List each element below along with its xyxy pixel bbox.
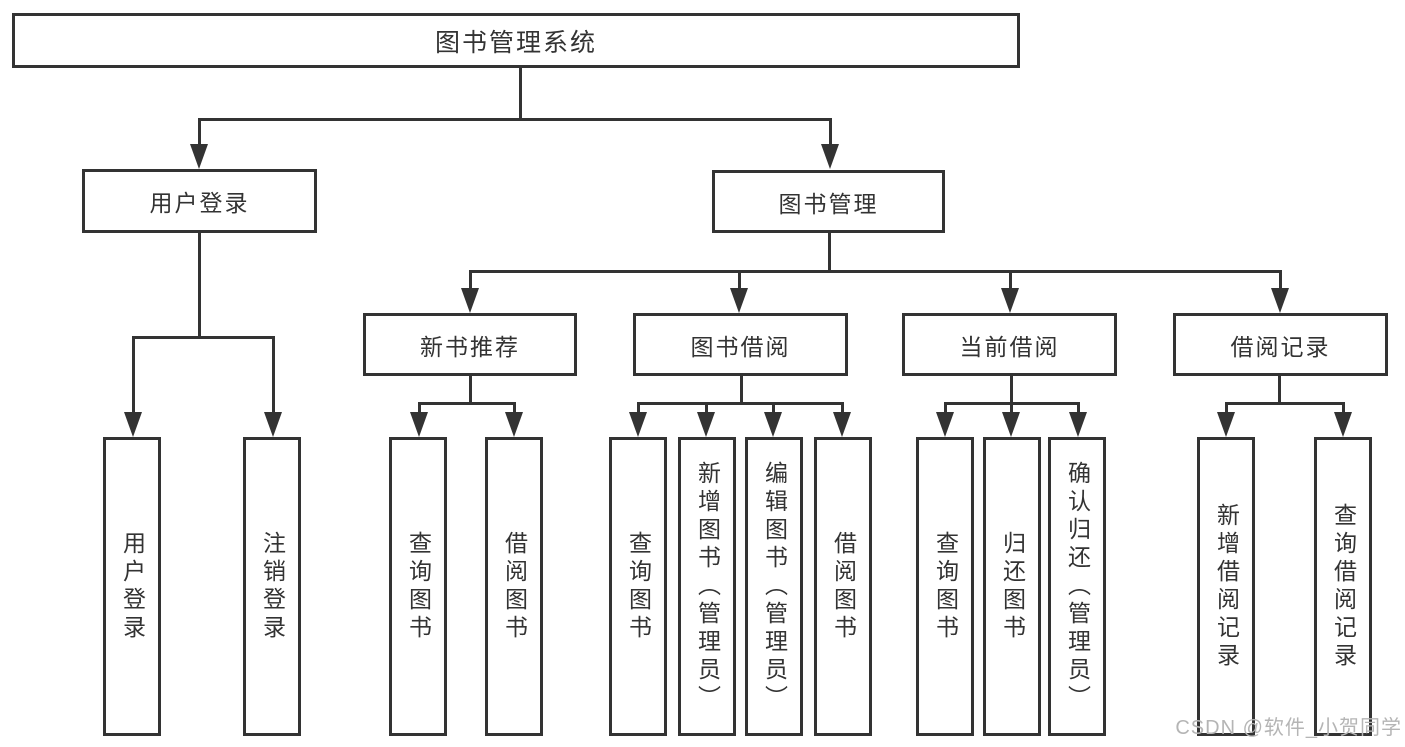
connector-arrow-shaft	[1009, 270, 1012, 290]
leaf-borrow-books-recommend: 借阅图书	[485, 437, 543, 736]
node-current-borrow-label: 当前借阅	[959, 333, 1060, 360]
leaf-add-borrow-record-label: 新增借阅记录	[1213, 502, 1240, 671]
leaf-borrow-books-borrow: 借阅图书	[814, 437, 872, 736]
connector-arrow-shaft	[1279, 270, 1282, 290]
leaf-edit-book-admin: 编辑图书（管理员）	[745, 437, 803, 736]
connector-group-bar	[418, 402, 516, 405]
connector-user-login-stem	[198, 233, 201, 339]
connector-arrow-shaft	[841, 402, 844, 414]
arrow-down-icon	[505, 412, 523, 437]
leaf-add-book-admin: 新增图书（管理员）	[678, 437, 736, 736]
node-new-book-recommend-label: 新书推荐	[420, 333, 520, 360]
connector-book-management-stem	[828, 233, 831, 273]
leaf-query-borrow-record: 查询借阅记录	[1314, 437, 1372, 736]
connector-group-bar	[637, 402, 844, 405]
connector-group-stem	[1278, 376, 1281, 405]
connector-arrow-shaft	[198, 118, 201, 147]
leaf-query-books-borrow-label: 查询图书	[625, 530, 652, 643]
arrow-down-icon	[1334, 412, 1352, 437]
leaf-edit-book-admin-label: 编辑图书（管理员）	[761, 460, 788, 713]
arrow-down-icon	[833, 412, 851, 437]
node-borrow-records: 借阅记录	[1173, 313, 1388, 376]
connector-arrow-shaft	[1077, 402, 1080, 414]
arrow-down-icon	[1002, 412, 1020, 437]
leaf-query-borrow-record-label: 查询借阅记录	[1330, 502, 1357, 671]
arrow-down-icon	[730, 288, 748, 313]
leaf-borrow-books-recommend-label: 借阅图书	[501, 530, 528, 643]
connector-level2-bar	[198, 118, 832, 121]
leaf-add-book-admin-label: 新增图书（管理员）	[694, 460, 721, 713]
leaf-add-borrow-record: 新增借阅记录	[1197, 437, 1255, 736]
connector-arrow-shaft	[829, 118, 832, 147]
arrow-down-icon	[697, 412, 715, 437]
leaf-borrow-books-borrow-label: 借阅图书	[830, 530, 857, 643]
node-user-login: 用户登录	[82, 169, 317, 233]
node-root: 图书管理系统	[12, 13, 1020, 68]
leaf-query-books-recommend-label: 查询图书	[405, 530, 432, 643]
connector-arrow-shaft	[944, 402, 947, 414]
node-book-borrow-label: 图书借阅	[690, 333, 791, 360]
leaf-user-login-label: 用户登录	[119, 530, 146, 643]
node-root-label: 图书管理系统	[434, 28, 597, 57]
leaf-confirm-return-admin: 确认归还（管理员）	[1048, 437, 1106, 736]
leaf-user-login: 用户登录	[103, 437, 161, 736]
watermark: CSDN @软件_小贺同学	[1175, 717, 1402, 739]
leaf-return-book: 归还图书	[983, 437, 1041, 736]
node-new-book-recommend: 新书推荐	[363, 313, 577, 376]
node-borrow-records-label: 借阅记录	[1230, 333, 1331, 360]
connector-arrow-shaft	[513, 402, 516, 414]
node-current-borrow: 当前借阅	[902, 313, 1117, 376]
node-user-login-label: 用户登录	[149, 190, 250, 216]
leaf-query-books-recommend: 查询图书	[389, 437, 447, 736]
leaf-return-book-label: 归还图书	[999, 530, 1026, 643]
arrow-down-icon	[264, 412, 282, 437]
connector-group-bar	[1225, 402, 1345, 405]
node-book-management: 图书管理	[712, 170, 945, 233]
arrow-down-icon	[936, 412, 954, 437]
arrow-down-icon	[190, 144, 208, 169]
arrow-down-icon	[124, 412, 142, 437]
connector-arrow-shaft	[418, 402, 421, 414]
connector-group-stem	[1010, 376, 1013, 405]
arrow-down-icon	[1271, 288, 1289, 313]
arrow-down-icon	[410, 412, 428, 437]
leaf-confirm-return-admin-label: 确认归还（管理员）	[1064, 460, 1091, 713]
arrow-down-icon	[764, 412, 782, 437]
arrow-down-icon	[1217, 412, 1235, 437]
connector-arrow-shaft	[469, 270, 472, 290]
connector-user-login-bar	[132, 336, 275, 339]
leaf-query-books-current-label: 查询图书	[932, 530, 959, 643]
connector-arrow-shaft	[132, 336, 135, 414]
connector-arrow-shaft	[1010, 402, 1013, 414]
arrow-down-icon	[1069, 412, 1087, 437]
leaf-logout-label: 注销登录	[259, 530, 286, 643]
connector-arrow-shaft	[738, 270, 741, 290]
node-book-borrow: 图书借阅	[633, 313, 848, 376]
arrow-down-icon	[629, 412, 647, 437]
arrow-down-icon	[461, 288, 479, 313]
connector-arrow-shaft	[1342, 402, 1345, 414]
leaf-logout: 注销登录	[243, 437, 301, 736]
node-book-management-label: 图书管理	[778, 190, 879, 217]
connector-group-stem	[469, 376, 472, 405]
connector-arrow-shaft	[705, 402, 708, 414]
arrow-down-icon	[1001, 288, 1019, 313]
leaf-query-books-current: 查询图书	[916, 437, 974, 736]
connector-arrow-shaft	[772, 402, 775, 414]
leaf-query-books-borrow: 查询图书	[609, 437, 667, 736]
arrow-down-icon	[821, 144, 839, 169]
connector-arrow-shaft	[272, 336, 275, 414]
connector-level3-bar	[469, 270, 1282, 273]
connector-group-stem	[740, 376, 743, 405]
connector-arrow-shaft	[637, 402, 640, 414]
connector-arrow-shaft	[1225, 402, 1228, 414]
connector-root-stem	[519, 67, 522, 121]
